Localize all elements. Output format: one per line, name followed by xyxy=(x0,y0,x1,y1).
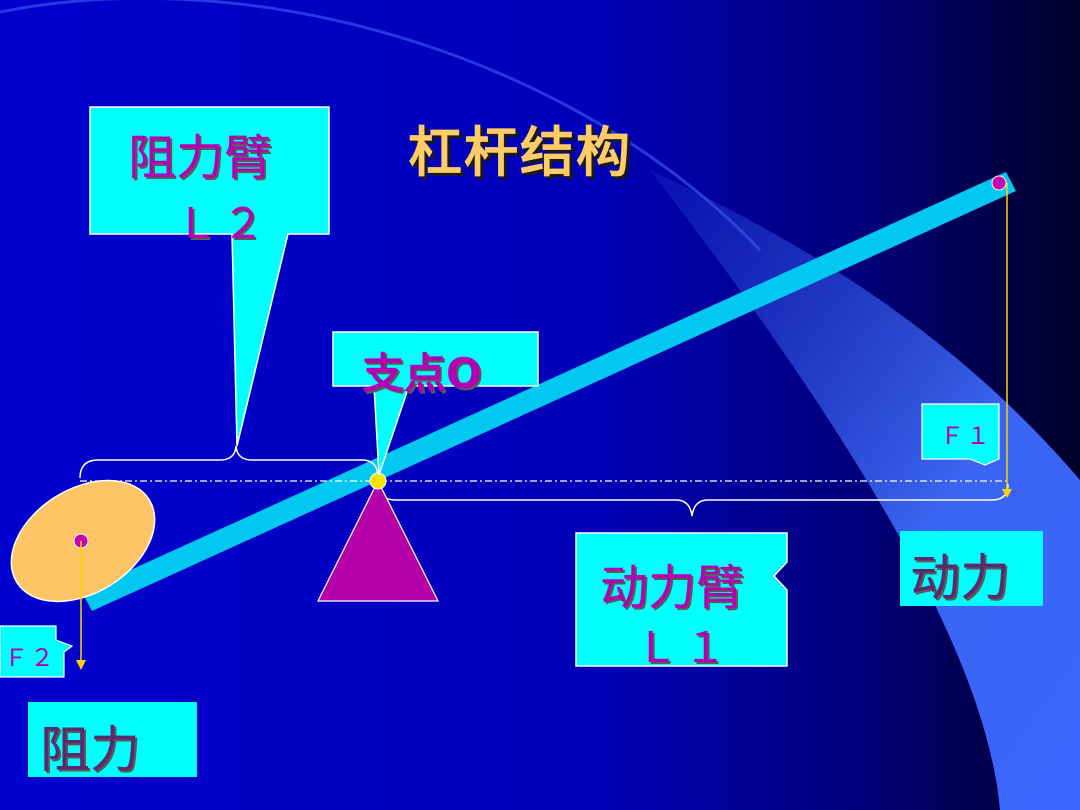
slide-title: 杠杆结构 xyxy=(408,121,632,184)
resistance-arm-symbol: Ｌ２ xyxy=(176,199,269,248)
decorative-arc xyxy=(0,0,762,252)
f2-label: Ｆ２ xyxy=(4,644,56,672)
effort-arm-symbol: Ｌ１ xyxy=(636,623,733,672)
lever-bar xyxy=(82,172,1016,611)
effort-arm-label: 动力臂 xyxy=(600,560,745,616)
f2-label-box xyxy=(0,625,74,678)
resistance-arm-brace xyxy=(79,445,379,479)
effort-point xyxy=(991,175,1007,191)
f2-arrowhead xyxy=(76,660,86,670)
decorative-sweep xyxy=(650,170,1080,810)
effort-label: 动力 xyxy=(910,549,1010,607)
fulcrum-point xyxy=(369,472,387,490)
resistance-arm-callout xyxy=(89,106,330,447)
f1-label-box xyxy=(921,403,1000,466)
resistance-label: 阻力 xyxy=(40,721,140,779)
fulcrum-triangle xyxy=(317,479,439,602)
effort-arm-callout xyxy=(575,532,788,667)
resistance-arm-label: 阻力臂 xyxy=(128,130,273,186)
resistance-label-box xyxy=(28,702,197,777)
effort-label-box xyxy=(900,531,1043,606)
fulcrum-label: 支点O xyxy=(362,349,482,398)
f1-arrowhead xyxy=(1002,489,1012,498)
effort-arm-brace xyxy=(377,483,1009,517)
f1-label: Ｆ１ xyxy=(940,422,992,450)
fulcrum-callout xyxy=(332,331,539,476)
